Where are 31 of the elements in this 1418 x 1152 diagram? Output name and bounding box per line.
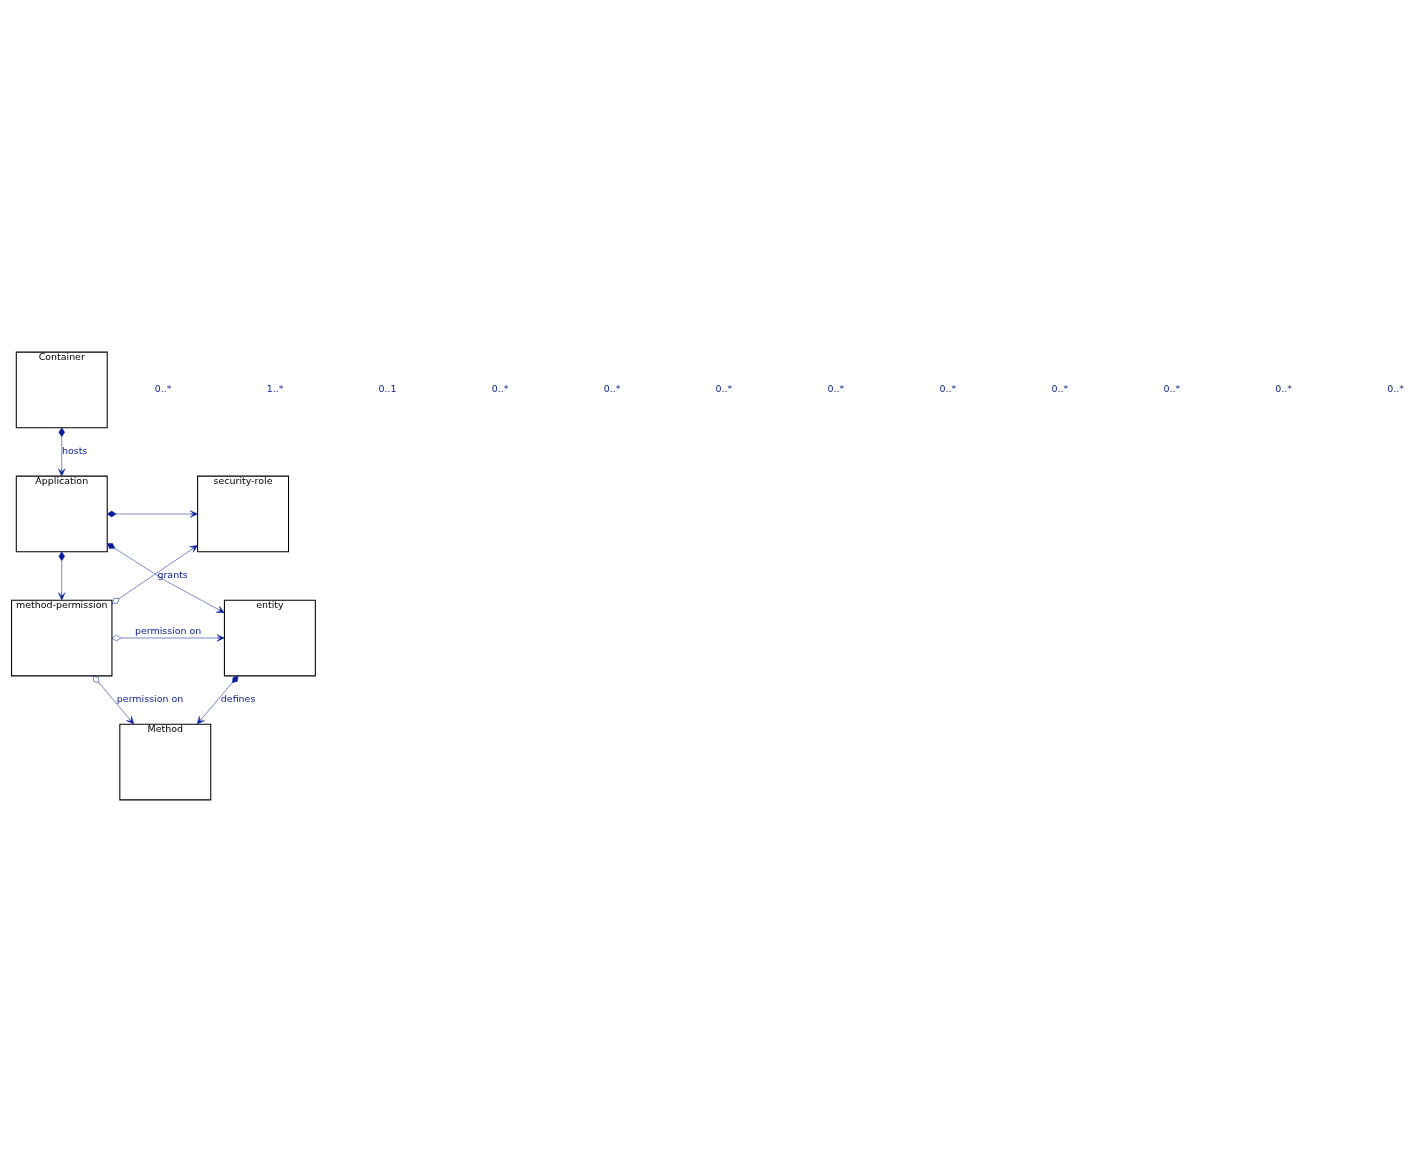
label: 0..*	[603, 383, 621, 395]
label: 0..*	[827, 383, 845, 395]
arrow	[58, 551, 66, 601]
label: 0..*	[491, 383, 509, 395]
arrow	[196, 675, 239, 725]
node-box: security-role	[197, 475, 290, 553]
arrow	[111, 545, 198, 604]
arrow	[107, 510, 198, 518]
label: 1..*	[266, 383, 284, 395]
edge-label: permission on	[116, 693, 184, 705]
label: 0..*	[1387, 383, 1405, 395]
node-box: method-permission	[11, 599, 113, 677]
edge-label: grants	[157, 569, 188, 581]
label: 0..*	[715, 383, 733, 395]
label: 0..1	[378, 383, 397, 395]
edge-label: defines	[220, 693, 256, 705]
arrow	[92, 675, 135, 725]
node-box: entity	[223, 599, 316, 677]
label: 0..*	[939, 383, 957, 395]
label: 0..*	[1163, 383, 1181, 395]
node-box: Method	[119, 723, 212, 801]
edge-label: hosts	[61, 445, 88, 457]
node-box: Application	[15, 475, 108, 553]
label: 0..*	[154, 383, 172, 395]
arrow	[58, 427, 66, 477]
edge-label: permission on	[134, 624, 202, 636]
arrow	[111, 634, 225, 642]
label: 0..*	[1051, 383, 1069, 395]
node-box: Container	[15, 351, 108, 429]
arrow	[107, 543, 225, 613]
label: 0..*	[1275, 383, 1293, 395]
